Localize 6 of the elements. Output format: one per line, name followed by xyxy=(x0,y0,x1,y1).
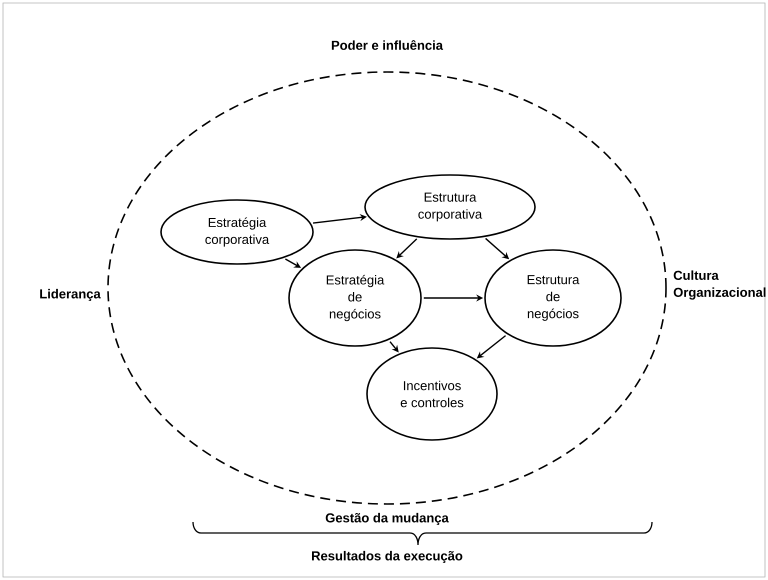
label: Liderança xyxy=(40,288,101,302)
dashed-circle xyxy=(107,71,667,505)
label: Poder e influência xyxy=(332,40,444,50)
label: Gestão da mudança xyxy=(326,512,449,526)
label: Resultados da execução xyxy=(312,550,462,564)
label: Cultura Organizacional xyxy=(674,270,766,300)
